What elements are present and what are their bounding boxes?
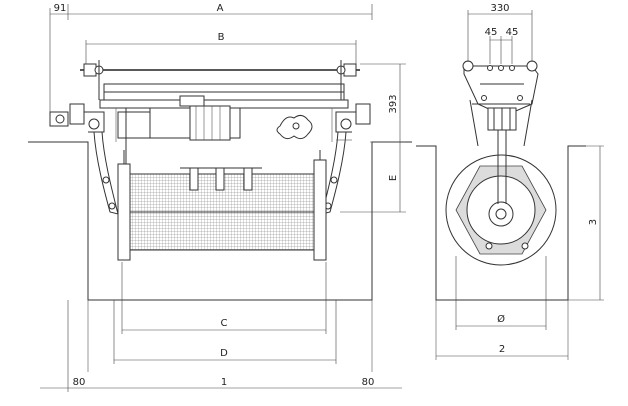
label-80-right: 80 — [362, 377, 375, 388]
side-drum — [445, 154, 557, 266]
label-B: B — [218, 32, 225, 43]
cleaning-fingers — [180, 167, 262, 191]
dim-330: 330 — [467, 3, 533, 62]
label-D: D — [220, 348, 228, 359]
front-view: A 91 B 393 E C — [28, 3, 412, 392]
screen-drum — [117, 150, 327, 261]
label-393: 393 — [388, 94, 399, 113]
label-91: 91 — [54, 3, 67, 14]
label-A: A — [217, 3, 224, 14]
dim-1: 1 — [40, 300, 402, 392]
left-pivot-arm — [49, 103, 119, 215]
dim-393: 393 — [360, 63, 406, 143]
dim-2: 2 — [436, 344, 568, 357]
side-view: 330 45 45 3 Ø 2 — [416, 3, 604, 360]
side-frame — [462, 60, 539, 204]
label-E: E — [388, 175, 399, 181]
label-3: 3 — [588, 219, 599, 225]
dim-C: C — [121, 262, 327, 334]
dim-45-45: 45 45 — [485, 27, 519, 64]
label-45-left: 45 — [485, 27, 498, 38]
label-2: 2 — [499, 344, 505, 355]
dim-80-right: 80 — [362, 377, 375, 388]
label-diameter: Ø — [497, 313, 505, 325]
dim-91: 91 — [49, 3, 68, 112]
dim-3: 3 — [568, 145, 604, 301]
bolt-holes — [487, 65, 515, 71]
dim-E: E — [340, 142, 406, 213]
label-330: 330 — [490, 3, 509, 14]
label-80-left: 80 — [73, 377, 86, 388]
label-C: C — [221, 318, 228, 329]
label-1: 1 — [221, 377, 227, 388]
top-frame — [99, 83, 349, 142]
handwheel-knob — [276, 114, 313, 140]
right-pivot-arm — [321, 103, 371, 215]
dim-D: D — [113, 300, 337, 364]
side-channel-outline — [416, 145, 586, 360]
dim-diameter: Ø — [455, 256, 547, 330]
label-45-right: 45 — [506, 27, 519, 38]
axle-bar — [80, 60, 360, 100]
drive-motor — [117, 95, 241, 172]
dim-80-left: 80 — [73, 377, 86, 388]
dim-A: A — [67, 3, 373, 20]
dim-B: B — [85, 32, 357, 64]
